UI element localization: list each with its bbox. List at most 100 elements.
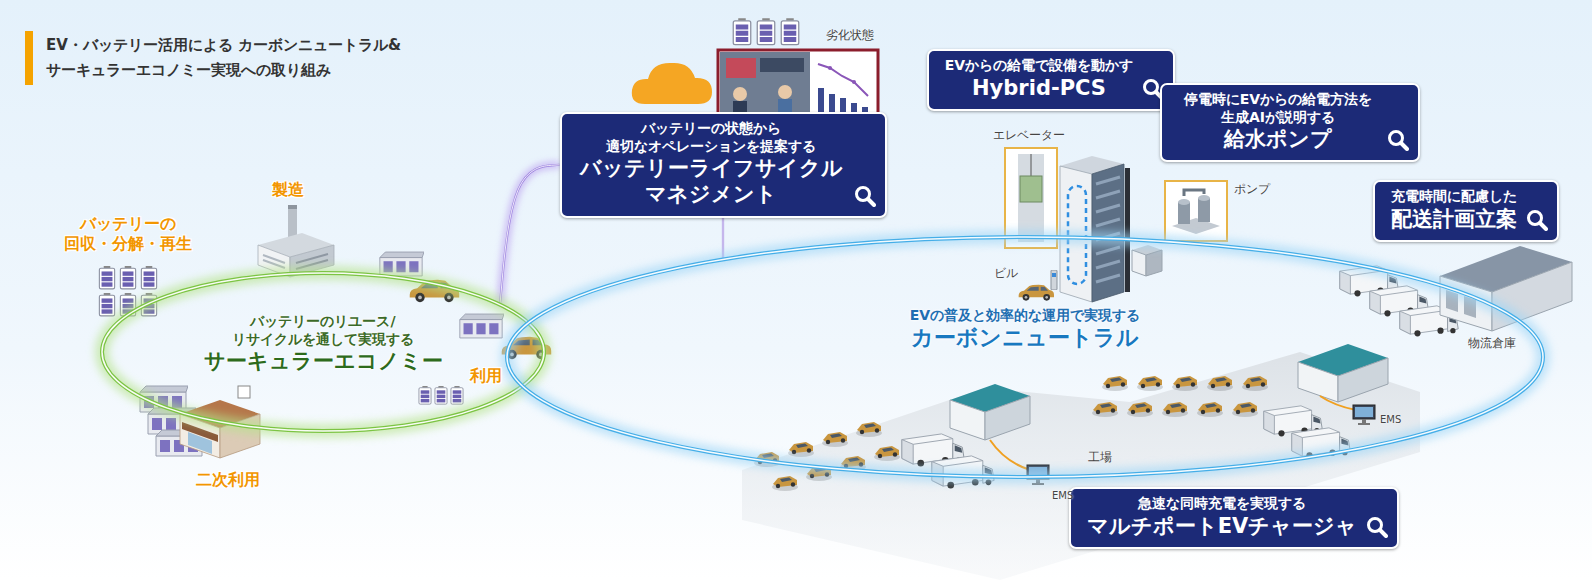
box-title: 配送計画立案 (1391, 206, 1517, 232)
parked-evs (1172, 376, 1198, 391)
parked-evs (1207, 376, 1233, 391)
office-building (1125, 168, 1130, 292)
parked-evs (1242, 376, 1268, 391)
battery-cells (141, 266, 156, 289)
pump-panel (1178, 202, 1190, 224)
battery-cells (99, 293, 114, 316)
part-label: EMS (1380, 414, 1401, 427)
monitor-panel (760, 58, 804, 72)
monitor-panel (718, 50, 878, 120)
parked-evs (1162, 402, 1188, 417)
feature-box: 停電時にEVからの給電方法を 生成AIが説明する給水ポンプ (1160, 83, 1420, 162)
feature-box: 充電時間に配慮した配送計画立案 (1373, 180, 1559, 242)
box-title: 給水ポンプ (1178, 126, 1378, 152)
office-building (1096, 177, 1120, 282)
elevator-panel (1020, 176, 1042, 202)
magnifier-icon (1401, 143, 1407, 149)
ring-stroke (507, 237, 1543, 477)
stage-label: 利用 (470, 366, 502, 386)
charging-ev (1019, 270, 1057, 301)
store-building (238, 386, 250, 398)
box-title: バッテリーライフサイクル マネジメント (578, 155, 845, 208)
parked-evs (1092, 402, 1118, 417)
ems-terminal (1353, 405, 1375, 425)
ring-title: サーキュラーエコノミー (204, 348, 443, 374)
battery-cells (451, 386, 463, 404)
monitor-panel (829, 94, 835, 114)
magnifier-icon (1526, 209, 1548, 231)
battery-cells (733, 18, 799, 44)
ems-terminal (1320, 396, 1356, 410)
connector-group (500, 165, 560, 305)
battery-cells (120, 266, 135, 289)
connector-core (500, 165, 560, 305)
monitor-panel (818, 88, 824, 114)
box-heading: 充電時間に配慮した (1391, 188, 1517, 206)
battery-cells (733, 18, 751, 44)
magnifier-icon (1366, 516, 1388, 538)
office-building (1060, 156, 1130, 302)
magnifier-icon (1387, 129, 1409, 151)
part-label: 劣化状態 (826, 28, 874, 43)
part-label: エレベーター (993, 128, 1065, 143)
diagram-title: EV・バッテリー活用による カーボンニュートラル&サーキュラーエコノミー実現への… (46, 33, 514, 83)
cloud-icon (632, 63, 712, 104)
monitor-panel (726, 58, 756, 78)
battery-cells (757, 18, 775, 44)
pump-panel (1165, 181, 1227, 241)
ems-terminal (990, 440, 1030, 470)
monitor-panel (720, 52, 810, 118)
power-cabinet (1132, 250, 1146, 276)
factory-building (263, 255, 285, 268)
factory-building (1338, 358, 1388, 402)
magnifier-icon (868, 199, 874, 205)
goal-ring: バッテリーのリユース/ リサイクルを通して実現するサーキュラーエコノミー (102, 273, 544, 431)
battery-cells (435, 386, 447, 404)
box-title: マルチポートEVチャージャ (1087, 513, 1358, 539)
ring-stroke (507, 237, 1543, 477)
battery-cells (99, 266, 114, 289)
part-label: 工場 (1088, 450, 1112, 465)
magnifier-icon (1540, 223, 1546, 229)
ring-stroke (102, 273, 544, 431)
factory-building (1298, 362, 1338, 402)
parked-evs (1127, 402, 1153, 417)
parked-evs (1197, 402, 1223, 417)
parked-evs (788, 442, 814, 457)
charging-ev (1051, 270, 1057, 290)
monitor-panel (733, 87, 747, 101)
parked-evs (772, 476, 798, 491)
ring-stroke (102, 273, 544, 431)
magnifier-icon (854, 185, 876, 207)
battery-cells (781, 18, 799, 44)
ring-title: カーボンニュートラル (911, 324, 1139, 352)
box-heading: EVからの給電で設備を動かす (945, 57, 1133, 75)
elevator-panel (1031, 154, 1032, 176)
battery-cells (419, 386, 431, 404)
part-label: EMS (1052, 490, 1073, 503)
elevator-panel (1018, 154, 1044, 242)
ring-outline (507, 237, 1543, 477)
feature-box: EVからの給電で設備を動かすHybrid-PCS (927, 49, 1175, 111)
monitor-panel (718, 50, 878, 120)
parked-evs (822, 432, 848, 447)
pump-panel (1198, 198, 1210, 222)
factory-building (288, 205, 297, 209)
goal-ring: EVの普及と効率的な運用で実現するカーボンニュートラル (507, 237, 1543, 477)
part-label: ビル (994, 266, 1018, 281)
factory-building (985, 396, 1030, 440)
connector-glow (500, 165, 560, 305)
charging-ev (1019, 285, 1054, 301)
power-cabinet (1146, 250, 1162, 276)
ring-stroke (507, 237, 1543, 477)
pump-panel (1178, 199, 1190, 205)
magnifier-icon (1380, 530, 1386, 536)
monitor-panel (828, 66, 832, 70)
parked-evs (1102, 376, 1128, 391)
parked-evs (1137, 376, 1163, 391)
box-heading: 急速な同時充電を実現する (1087, 495, 1358, 513)
title-bar (25, 31, 33, 85)
stage-label: バッテリーの 回収・分解・再生 (59, 214, 197, 254)
parked-evs (856, 422, 882, 437)
